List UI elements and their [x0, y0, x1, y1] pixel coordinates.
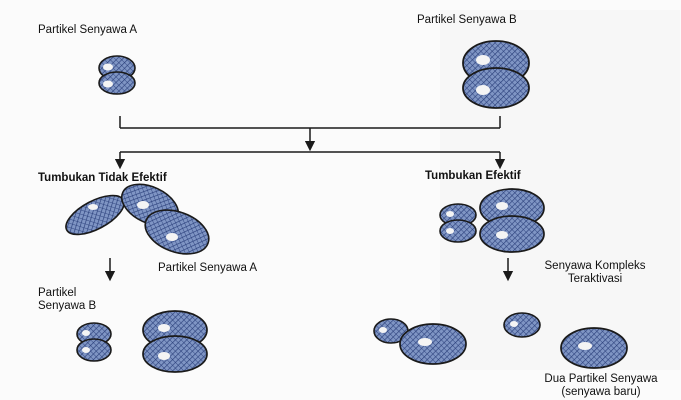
label-activated-complex-line1: Senyawa Kompleks [525, 260, 665, 273]
label-effective-collision: Tumbukan Efektif [425, 170, 521, 183]
label-compound-a-bottom: Partikel Senyawa A [158, 262, 257, 275]
label-compound-b-bottom-line2: Senyawa B [38, 300, 96, 313]
label-two-new-particles-line1: Dua Partikel Senyawa [527, 373, 675, 386]
label-two-new-particles-line2: (senyawa baru) [527, 386, 675, 399]
label-activated-complex: Senyawa Kompleks Teraktivasi [525, 260, 665, 286]
label-compound-b-bottom-line1: Partikel [38, 287, 96, 300]
ineffective-collision-particles [60, 176, 215, 262]
particle-b-top [463, 41, 529, 108]
label-ineffective-collision: Tumbukan Tidak Efektif [38, 172, 167, 185]
particle-a-bottom [143, 311, 207, 372]
label-activated-complex-line2: Teraktivasi [525, 273, 665, 286]
label-compound-a-top: Partikel Senyawa A [38, 24, 137, 37]
label-compound-b-top: Partikel Senyawa B [417, 14, 517, 27]
label-two-new-particles: Dua Partikel Senyawa (senyawa baru) [527, 373, 675, 399]
particle-b-bottom [77, 323, 111, 361]
particle-a-top [99, 56, 135, 94]
label-compound-b-bottom: Partikel Senyawa B [38, 287, 96, 313]
